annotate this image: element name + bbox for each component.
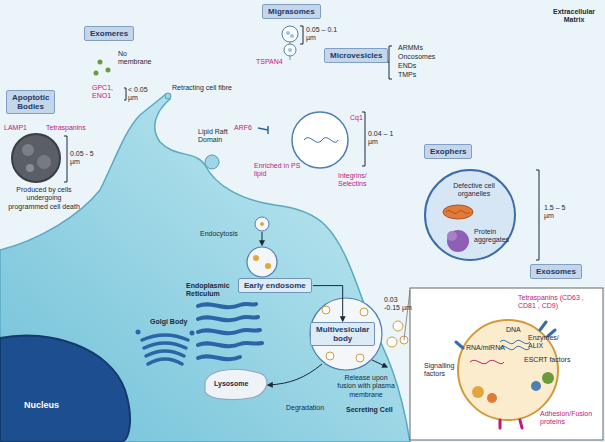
box-text: Exophers — [430, 147, 466, 156]
box-text: Apoptotic Bodies — [12, 93, 49, 111]
annotation-label: Secreting Cell — [346, 406, 393, 414]
annotation-label: Protein aggregates — [474, 228, 514, 245]
annotation-label: 1.5 – 5 µm — [544, 204, 574, 221]
box-text: Microvesicles — [330, 51, 382, 60]
box-text: Exosomes — [536, 267, 576, 276]
annotation-label: Adhesion/Fusion proteins — [540, 410, 600, 427]
annotation-label: Nucleus — [24, 400, 59, 411]
lysosome — [205, 369, 267, 399]
exosome-inset — [404, 288, 603, 440]
migrasome — [282, 26, 303, 60]
annotation-label: Golgi Body — [150, 318, 187, 326]
annotation-label: Tetraspanins — [46, 124, 86, 132]
compartment-label-box: Multivesicular body — [310, 322, 375, 346]
annotation-label: 0.05 – 0.1 µm — [306, 26, 340, 43]
secreting-cell — [0, 94, 410, 442]
annotation-label: ARF6 — [234, 124, 252, 132]
vesicle-type-box: Exosomes — [530, 264, 582, 279]
annotation-label: DNA — [506, 326, 521, 334]
annotation-label: Defective cell organelles — [446, 182, 502, 199]
annotation-label: No membrane — [118, 50, 162, 67]
annotation-label: Endoplasmic Reticulum — [186, 282, 234, 299]
annotation-label: Cq1 — [350, 114, 363, 122]
vesicle-type-box: Apoptotic Bodies — [6, 90, 55, 114]
annotation-label: LAMP1 — [4, 124, 27, 132]
box-text: Migrasomes — [268, 7, 315, 16]
annotation-label: < 0.05 µm — [128, 86, 158, 103]
annotation-label: 0.05 - 5 µm — [70, 150, 100, 167]
annotation-label: Release upon fusion with plasma membrane — [336, 374, 396, 399]
retracting-fibre — [165, 93, 171, 99]
vesicle-type-box: Microvesicles — [324, 48, 388, 63]
annotation-label: Oncosomes — [398, 53, 435, 61]
annotation-label: Produced by cells undergoing programmed … — [8, 186, 80, 211]
vesicle-type-box: Exomeres — [84, 26, 134, 41]
pathway-arrow — [313, 286, 343, 321]
vesicle-type-box: Exophers — [424, 144, 472, 159]
annotation-label: Enriched in PS lipid — [254, 162, 304, 179]
annotation-label: 0.03 -0.15 µm — [384, 296, 414, 313]
annotation-label: TMPs — [398, 71, 416, 79]
box-text: Early endosome — [244, 281, 306, 290]
golgi-body — [136, 330, 195, 365]
annotation-label: ESCRT factors — [524, 356, 570, 364]
annotation-label: ARMMs — [398, 44, 423, 52]
compartment-label-box: Early endosome — [238, 278, 312, 293]
annotation-label: RNA/miRNA — [466, 344, 505, 352]
annotation-label: Endocytosis — [200, 230, 238, 238]
annotation-label: Integrins/ Selectins — [338, 172, 382, 189]
annotation-label: 0.04 – 1 µm — [368, 130, 398, 147]
annotation-label: Retracting cell fibre — [172, 84, 232, 92]
apoptotic-body — [12, 134, 67, 182]
vesicle-type-box: Migrasomes — [262, 4, 321, 19]
exopher — [425, 170, 539, 260]
annotation-label: TSPAN4 — [256, 58, 283, 66]
endoplasmic-reticulum — [198, 304, 262, 359]
annotation-label: Lysosome — [214, 380, 248, 388]
annotation-label: Enzymes/ ALIX — [528, 334, 562, 351]
nucleus — [0, 335, 130, 442]
endosomal-pathway — [247, 217, 408, 385]
annotation-label: Extracellular Matrix — [546, 8, 602, 25]
annotation-label: Tetraspanins (CD63 , CD81 , CD9) — [518, 294, 600, 311]
box-text: Multivesicular body — [316, 325, 369, 343]
annotation-label: Degradation — [286, 404, 324, 412]
annotation-label: ENDs — [398, 62, 416, 70]
annotation-label: GPC1, ENO1 — [92, 84, 126, 101]
annotation-label: Signalling factors — [424, 362, 466, 379]
box-text: Exomeres — [90, 29, 128, 38]
